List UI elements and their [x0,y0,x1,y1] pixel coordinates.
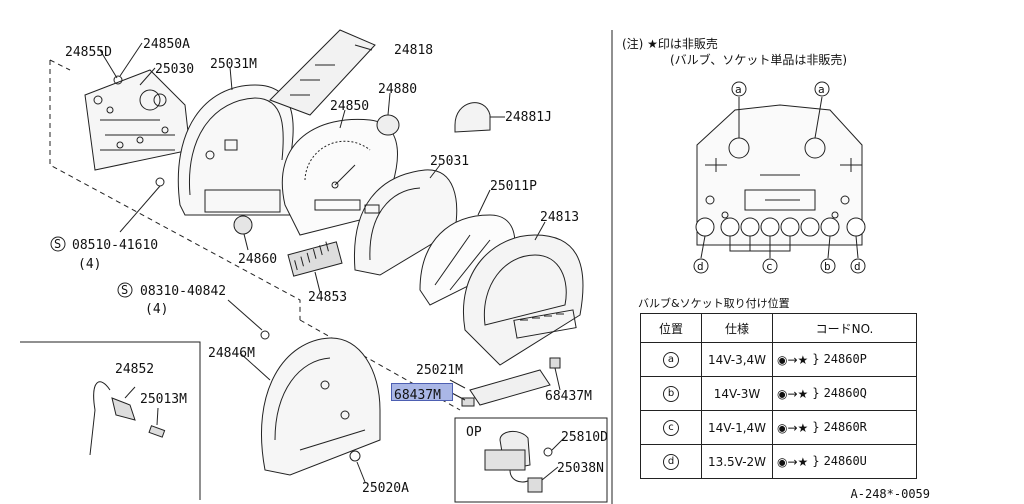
callout-24850a: 24850A [143,37,190,52]
svg-text:d: d [854,260,861,273]
code-cell: 24860R [823,420,867,435]
svg-text:a: a [735,83,742,96]
spec-cell: 14V-1,4W [701,410,773,445]
callout-25013m: 25013M [140,392,187,407]
callout-24813: 24813 [540,210,579,225]
svg-text:08510-41610: 08510-41610 [72,238,158,253]
table-row: d 13.5V-2W ◉→★ } 24860U [640,444,917,479]
table-title: バルブ&ソケット取り付け位置 [638,297,790,310]
back-cover-24846m [261,337,381,476]
callout-24846m: 24846M [208,346,255,361]
bulb-socket-icon: ◉→★ [777,386,809,401]
svg-text:b: b [824,260,831,273]
spec-cell: 13.5V-2W [701,444,773,479]
table-header-row: 位置 仕様 コードNO. [640,313,917,343]
svg-text:a: a [818,83,825,96]
callout-24880: 24880 [378,82,417,97]
svg-text:S: S [121,283,128,297]
callout-25038n: 25038N [557,461,604,476]
spec-cell: 14V-3,4W [701,342,773,377]
table-row: c 14V-1,4W ◉→★ } 24860R [640,410,917,445]
svg-text:(4): (4) [78,257,101,272]
code-cell: 24860P [823,352,867,367]
position-marker: d [663,454,679,470]
bulb-socket-icon: ◉→★ [777,352,809,367]
table-row: a 14V-3,4W ◉→★ } 24860P [640,342,917,377]
svg-text:08310-40842: 08310-40842 [140,284,226,299]
front-cover-24813 [463,234,584,366]
circuit-board-25030 [84,69,191,171]
bulb-socket-icon: ◉→★ [777,420,809,435]
table-row: b 14V-3W ◉→★ } 24860Q [640,376,917,411]
callout-08310: S 08310-40842 (4) [117,282,226,317]
spec-cell: 14V-3W [701,376,773,411]
callout-25011p: 25011P [490,179,537,194]
callout-24818: 24818 [394,43,433,58]
note-line-2: (バルブ、ソケット単品は非販売) [670,53,848,67]
header-code: コードNO. [772,313,917,343]
callout-08510: S 08510-41610 (4) [50,236,158,272]
board-markers: a a d c b d [693,81,866,274]
reference-board [695,96,866,259]
hood-25031 [353,169,458,276]
svg-text:c: c [766,260,773,273]
reference-code: A-248*-0059 [850,487,930,501]
position-marker: a [663,352,679,368]
callout-25031: 25031 [430,154,469,169]
callout-24881j: 24881J [505,110,552,125]
callout-25031m: 25031M [210,57,257,72]
callout-25030: 25030 [155,62,194,77]
callout-24853: 24853 [308,290,347,305]
callout-24852: 24852 [115,362,154,377]
callout-24850: 24850 [330,99,369,114]
callout-24860: 24860 [238,252,277,267]
position-marker: c [663,420,679,436]
callout-25810d: 25810D [561,430,608,445]
callout-24855d: 24855D [65,45,112,60]
callout-25021m: 25021M [416,363,463,378]
header-spec: 仕様 [701,313,773,343]
svg-text:(4): (4) [145,302,168,317]
connector-24853 [287,241,343,277]
code-cell: 24860Q [823,386,867,401]
bulb-socket-icon: ◉→★ [777,454,809,469]
callout-25020a: 25020A [362,481,409,496]
selected-part-68437m[interactable]: 68437M [391,383,453,403]
op-label: OP [466,425,482,440]
svg-text:S: S [54,237,61,251]
svg-text:d: d [697,260,704,273]
housing-25031m [177,84,294,216]
header-position: 位置 [640,313,702,343]
callout-68437m: 68437M [545,389,592,404]
note-line-1: (注) ★印は非販売 [622,37,718,51]
bulb-socket-table: 位置 仕様 コードNO. a 14V-3,4W ◉→★ } 24860P b 1… [640,313,917,479]
position-marker: b [663,386,679,402]
code-cell: 24860U [823,454,867,469]
